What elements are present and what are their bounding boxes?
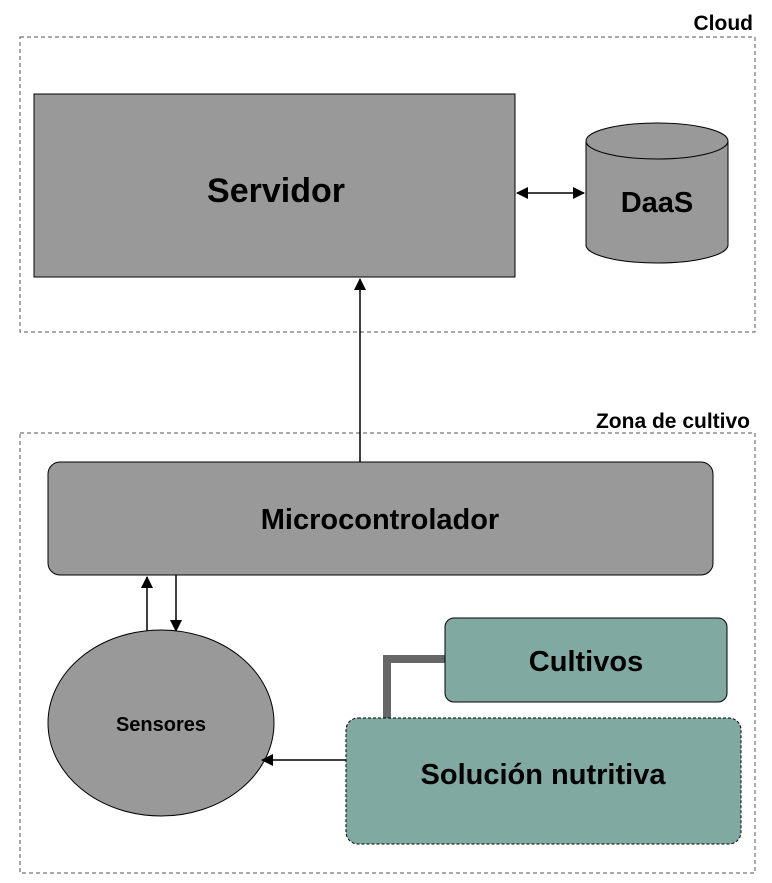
- daas-database: [585, 122, 729, 264]
- cloud-group-border: [19, 36, 756, 333]
- servidor-label: Servidor: [207, 172, 345, 210]
- microcontrolador-box: [47, 461, 714, 576]
- cultivos-box: [444, 617, 728, 703]
- solucion-box: [345, 717, 742, 845]
- zona-group-border: [19, 432, 756, 874]
- cultivos-solucion-link: [383, 655, 445, 718]
- servidor-box: [33, 93, 516, 278]
- cloud-group-label: Cloud: [694, 12, 753, 35]
- microcontrolador-label: Microcontrolador: [261, 504, 499, 536]
- cultivos-label: Cultivos: [529, 646, 643, 678]
- zona-group-label: Zona de cultivo: [596, 410, 750, 433]
- sensores-label: Sensores: [116, 714, 206, 736]
- daas-label: DaaS: [621, 187, 694, 219]
- solucion-label: Solución nutritiva: [421, 759, 667, 791]
- sensores-node: [47, 629, 275, 817]
